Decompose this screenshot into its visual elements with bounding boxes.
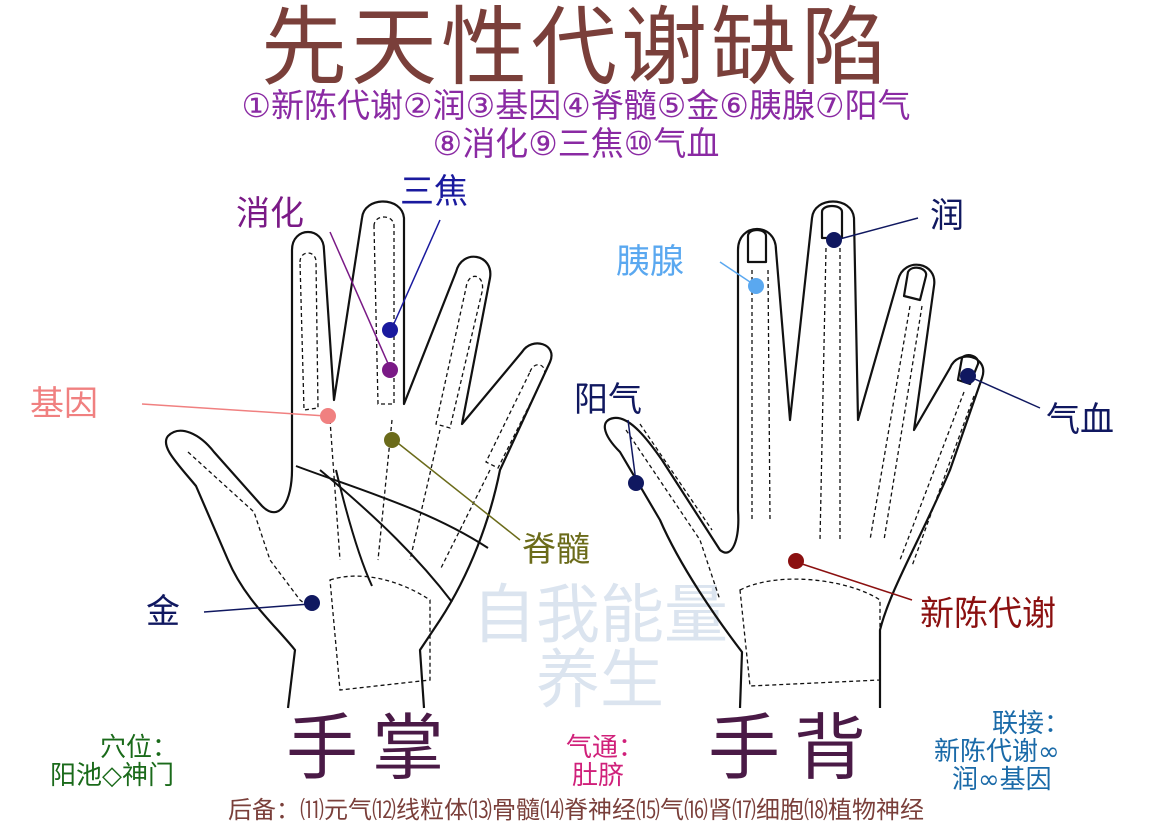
label-yixian: 胰腺: [616, 242, 684, 282]
palm-bones: [187, 216, 546, 691]
label-jiyin: 基因: [30, 384, 98, 424]
label-yangqi: 阳气: [574, 380, 642, 420]
palm-creases: [295, 465, 489, 603]
label-jisui: 脊髓: [522, 530, 590, 570]
palm-hand-outline: [164, 200, 553, 709]
back-bones: [625, 247, 975, 687]
label-run: 润: [930, 196, 964, 236]
legend-line-1: ①新陈代谢②润③基因④脊髓⑤金⑥胰腺⑦阳气: [241, 86, 911, 125]
acupoint-value: 阳池◇神门: [50, 761, 174, 791]
palm-point-jiyin: [320, 408, 336, 424]
label-qixue: 气血: [1046, 400, 1114, 440]
qitong-heading: 气通：: [566, 733, 645, 763]
back-point-xinchendaixie: [788, 553, 804, 569]
legend-line-2: ⑧消化⑨三焦⑩气血: [432, 124, 720, 163]
qitong-value: 肚脐: [572, 761, 625, 791]
palm-point-jisui: [384, 432, 400, 448]
watermark-line-2: 养生: [536, 644, 664, 718]
back-caption: 手背: [708, 706, 881, 790]
palm-point-sanjiao: [382, 322, 398, 338]
palm-point-jin: [304, 595, 320, 611]
palm-caption: 手掌: [286, 706, 459, 790]
back-point-yangqi: [628, 475, 644, 491]
label-jin: 金: [146, 592, 180, 632]
link-line-1: 新陈代谢∞: [934, 737, 1060, 767]
page-title: 先天性代谢缺陷: [261, 0, 891, 98]
leader-lines: [141, 217, 1041, 613]
palm-point-xiaohua: [382, 362, 398, 378]
back-point-yixian: [748, 278, 764, 294]
footer-note: 后备：⑾元气⑿线粒体⒀骨髓⒁脊神经⒂气⒃肾⒄细胞⒅植物神经: [228, 796, 924, 824]
acupoint-heading: 穴位：: [100, 733, 179, 763]
back-hand-outline: [603, 200, 985, 709]
back-point-qixue: [960, 368, 976, 384]
link-line-2: 润∞基因: [952, 765, 1052, 795]
label-sanjiao: 三焦: [400, 172, 468, 212]
label-xinchendaixie: 新陈代谢: [920, 594, 1056, 634]
watermark-line-1: 自我能量: [472, 579, 728, 653]
back-point-run: [826, 232, 842, 248]
label-xiaohua: 消化: [236, 194, 304, 234]
link-heading: 联接：: [992, 709, 1071, 739]
